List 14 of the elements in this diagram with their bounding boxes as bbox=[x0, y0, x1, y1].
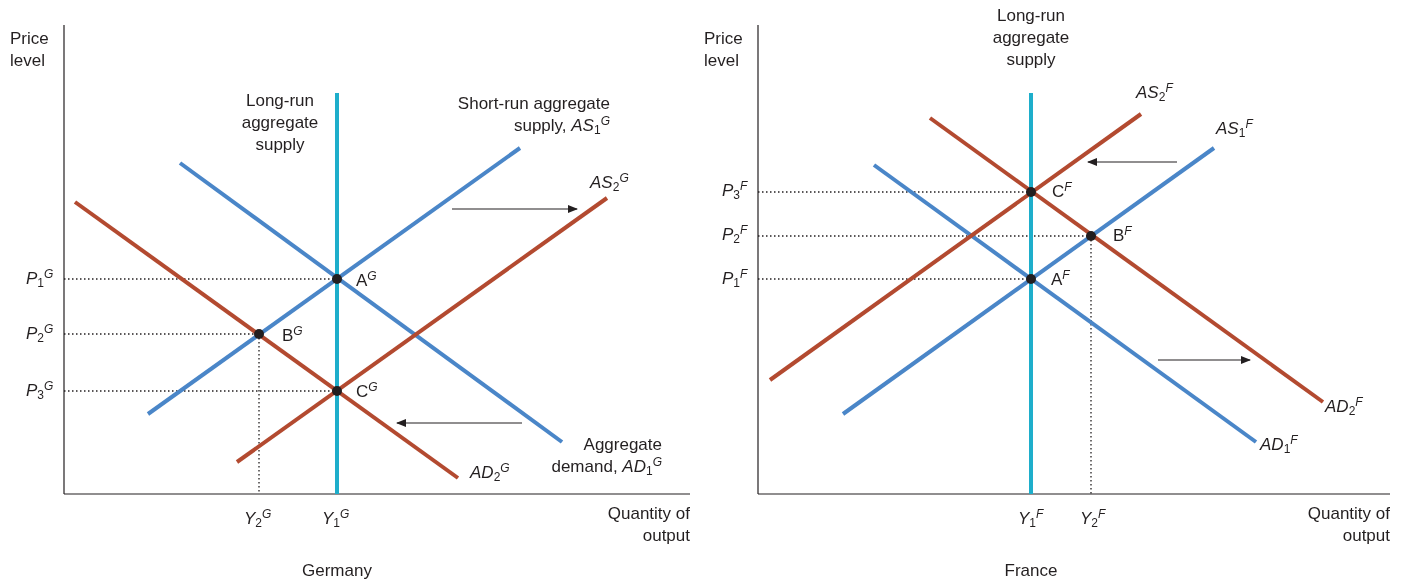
axis-title: Price level bbox=[10, 28, 50, 72]
point-label: A$^{G}$ bbox=[356, 270, 377, 292]
axis-title: Price level bbox=[704, 28, 744, 72]
curve-label: Long-run aggregate supply bbox=[240, 90, 320, 156]
point-label: A$^{F}$ bbox=[1051, 269, 1070, 291]
point-label: B$^{F}$ bbox=[1113, 225, 1132, 247]
point-label: C$^{G}$ bbox=[356, 381, 378, 403]
curve-label: Long-run aggregate supply bbox=[991, 5, 1071, 71]
point-label: C$^{F}$ bbox=[1052, 181, 1072, 203]
point-label: B$^{G}$ bbox=[282, 325, 303, 347]
axis-title: Quantity of output bbox=[1306, 503, 1390, 547]
axis-title: Quantity of output bbox=[606, 503, 690, 547]
chart-title: France bbox=[1003, 560, 1059, 582]
chart-title: Germany bbox=[301, 560, 373, 582]
